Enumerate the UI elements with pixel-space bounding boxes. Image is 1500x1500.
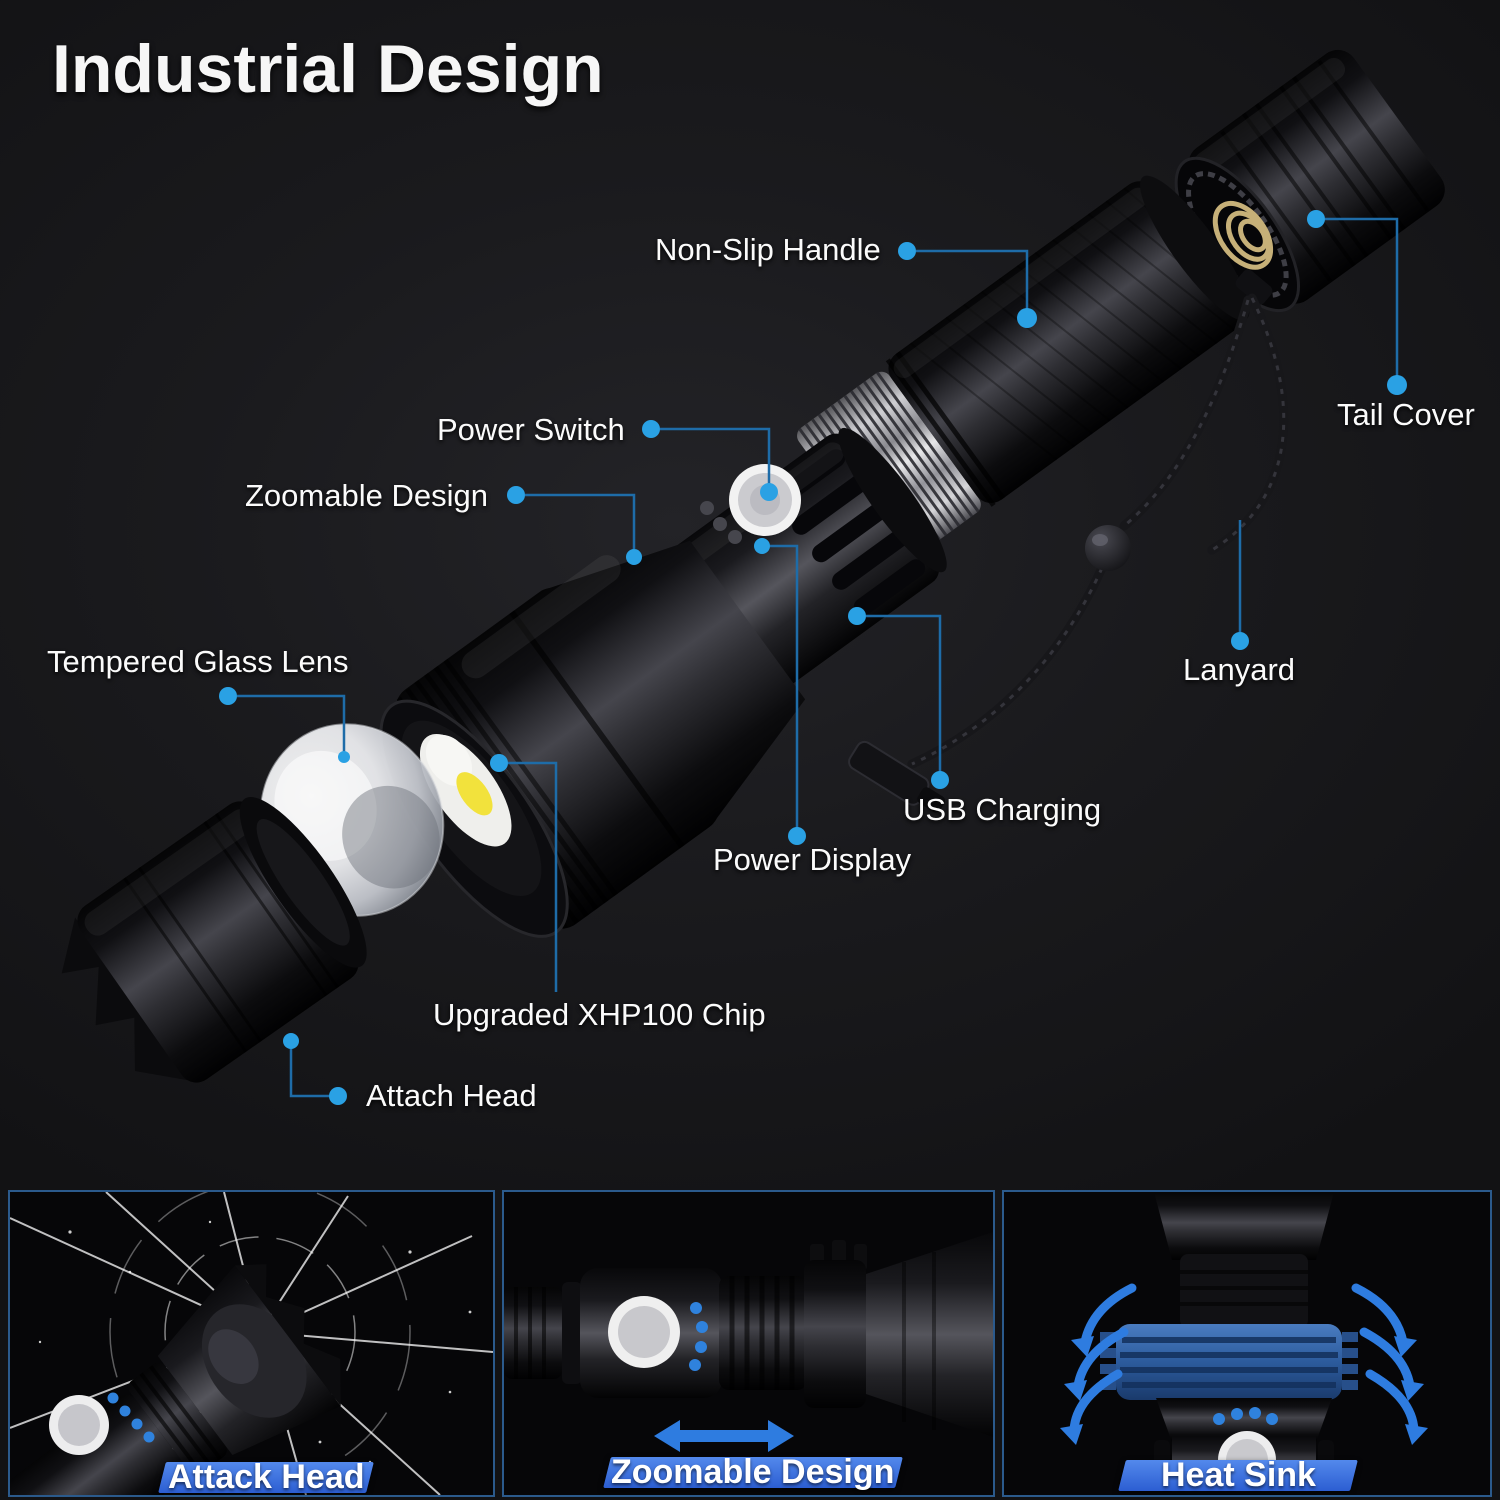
label-power-display: Power Display	[713, 842, 912, 877]
panel1-battery-leds	[107, 1392, 155, 1443]
zoomable-demo-illustration	[504, 1232, 993, 1452]
lanyard-part	[848, 269, 1289, 813]
label-xhp100-chip: Upgraded XHP100 Chip	[433, 997, 766, 1032]
caption-heat-sink-text: Heat Sink	[1160, 1456, 1316, 1494]
label-lanyard: Lanyard	[1183, 652, 1296, 687]
panel2-flashlight	[504, 1232, 993, 1437]
caption-zoomable-design-text: Zoomable Design	[611, 1453, 895, 1491]
label-attach-head: Attach Head	[366, 1078, 537, 1113]
label-zoomable-design: Zoomable Design	[245, 478, 488, 513]
head-part	[379, 540, 806, 938]
panel3-battery-leds	[1213, 1407, 1278, 1425]
callout-lines	[237, 217, 1399, 1098]
label-tempered-glass-lens: Tempered Glass Lens	[47, 644, 349, 679]
label-power-switch: Power Switch	[437, 412, 625, 447]
panel-zoomable-design: Zoomable Design	[502, 1190, 995, 1497]
airflow-arrowheads	[1060, 1336, 1428, 1445]
page-title: Industrial Design	[52, 31, 604, 107]
zoom-arrows-icon	[654, 1420, 794, 1452]
panel-attack-head: Attack Head	[8, 1190, 495, 1497]
xhp100-chip-part	[456, 772, 493, 816]
panel1-flashlight	[10, 1264, 341, 1495]
attack-head-part	[61, 797, 367, 1083]
tail-spring	[1212, 200, 1274, 270]
label-usb-charging: USB Charging	[903, 792, 1102, 827]
lanyard-clip	[848, 740, 946, 813]
caption-zoomable-design: Zoomable Design	[603, 1453, 903, 1491]
attack-head-demo-illustration	[10, 1192, 493, 1495]
cooling-fins	[773, 449, 926, 617]
heat-sink-demo-illustration	[1060, 1192, 1428, 1495]
caption-attack-head-text: Attack Head	[167, 1458, 365, 1496]
airflow-arrows-icon	[1069, 1283, 1419, 1435]
label-tail-cover: Tail Cover	[1337, 397, 1475, 432]
callout-dots	[219, 210, 1407, 1105]
label-non-slip-handle: Non-Slip Handle	[655, 232, 881, 267]
panel-heat-sink: Heat Sink	[1002, 1190, 1492, 1497]
panel2-battery-leds	[689, 1302, 708, 1371]
tail-cover-part	[1174, 49, 1445, 313]
heat-sink-band	[1100, 1324, 1358, 1400]
caption-attack-head: Attack Head	[158, 1458, 374, 1495]
panel3-flashlight	[1100, 1192, 1358, 1495]
caption-heat-sink: Heat Sink	[1118, 1456, 1358, 1494]
